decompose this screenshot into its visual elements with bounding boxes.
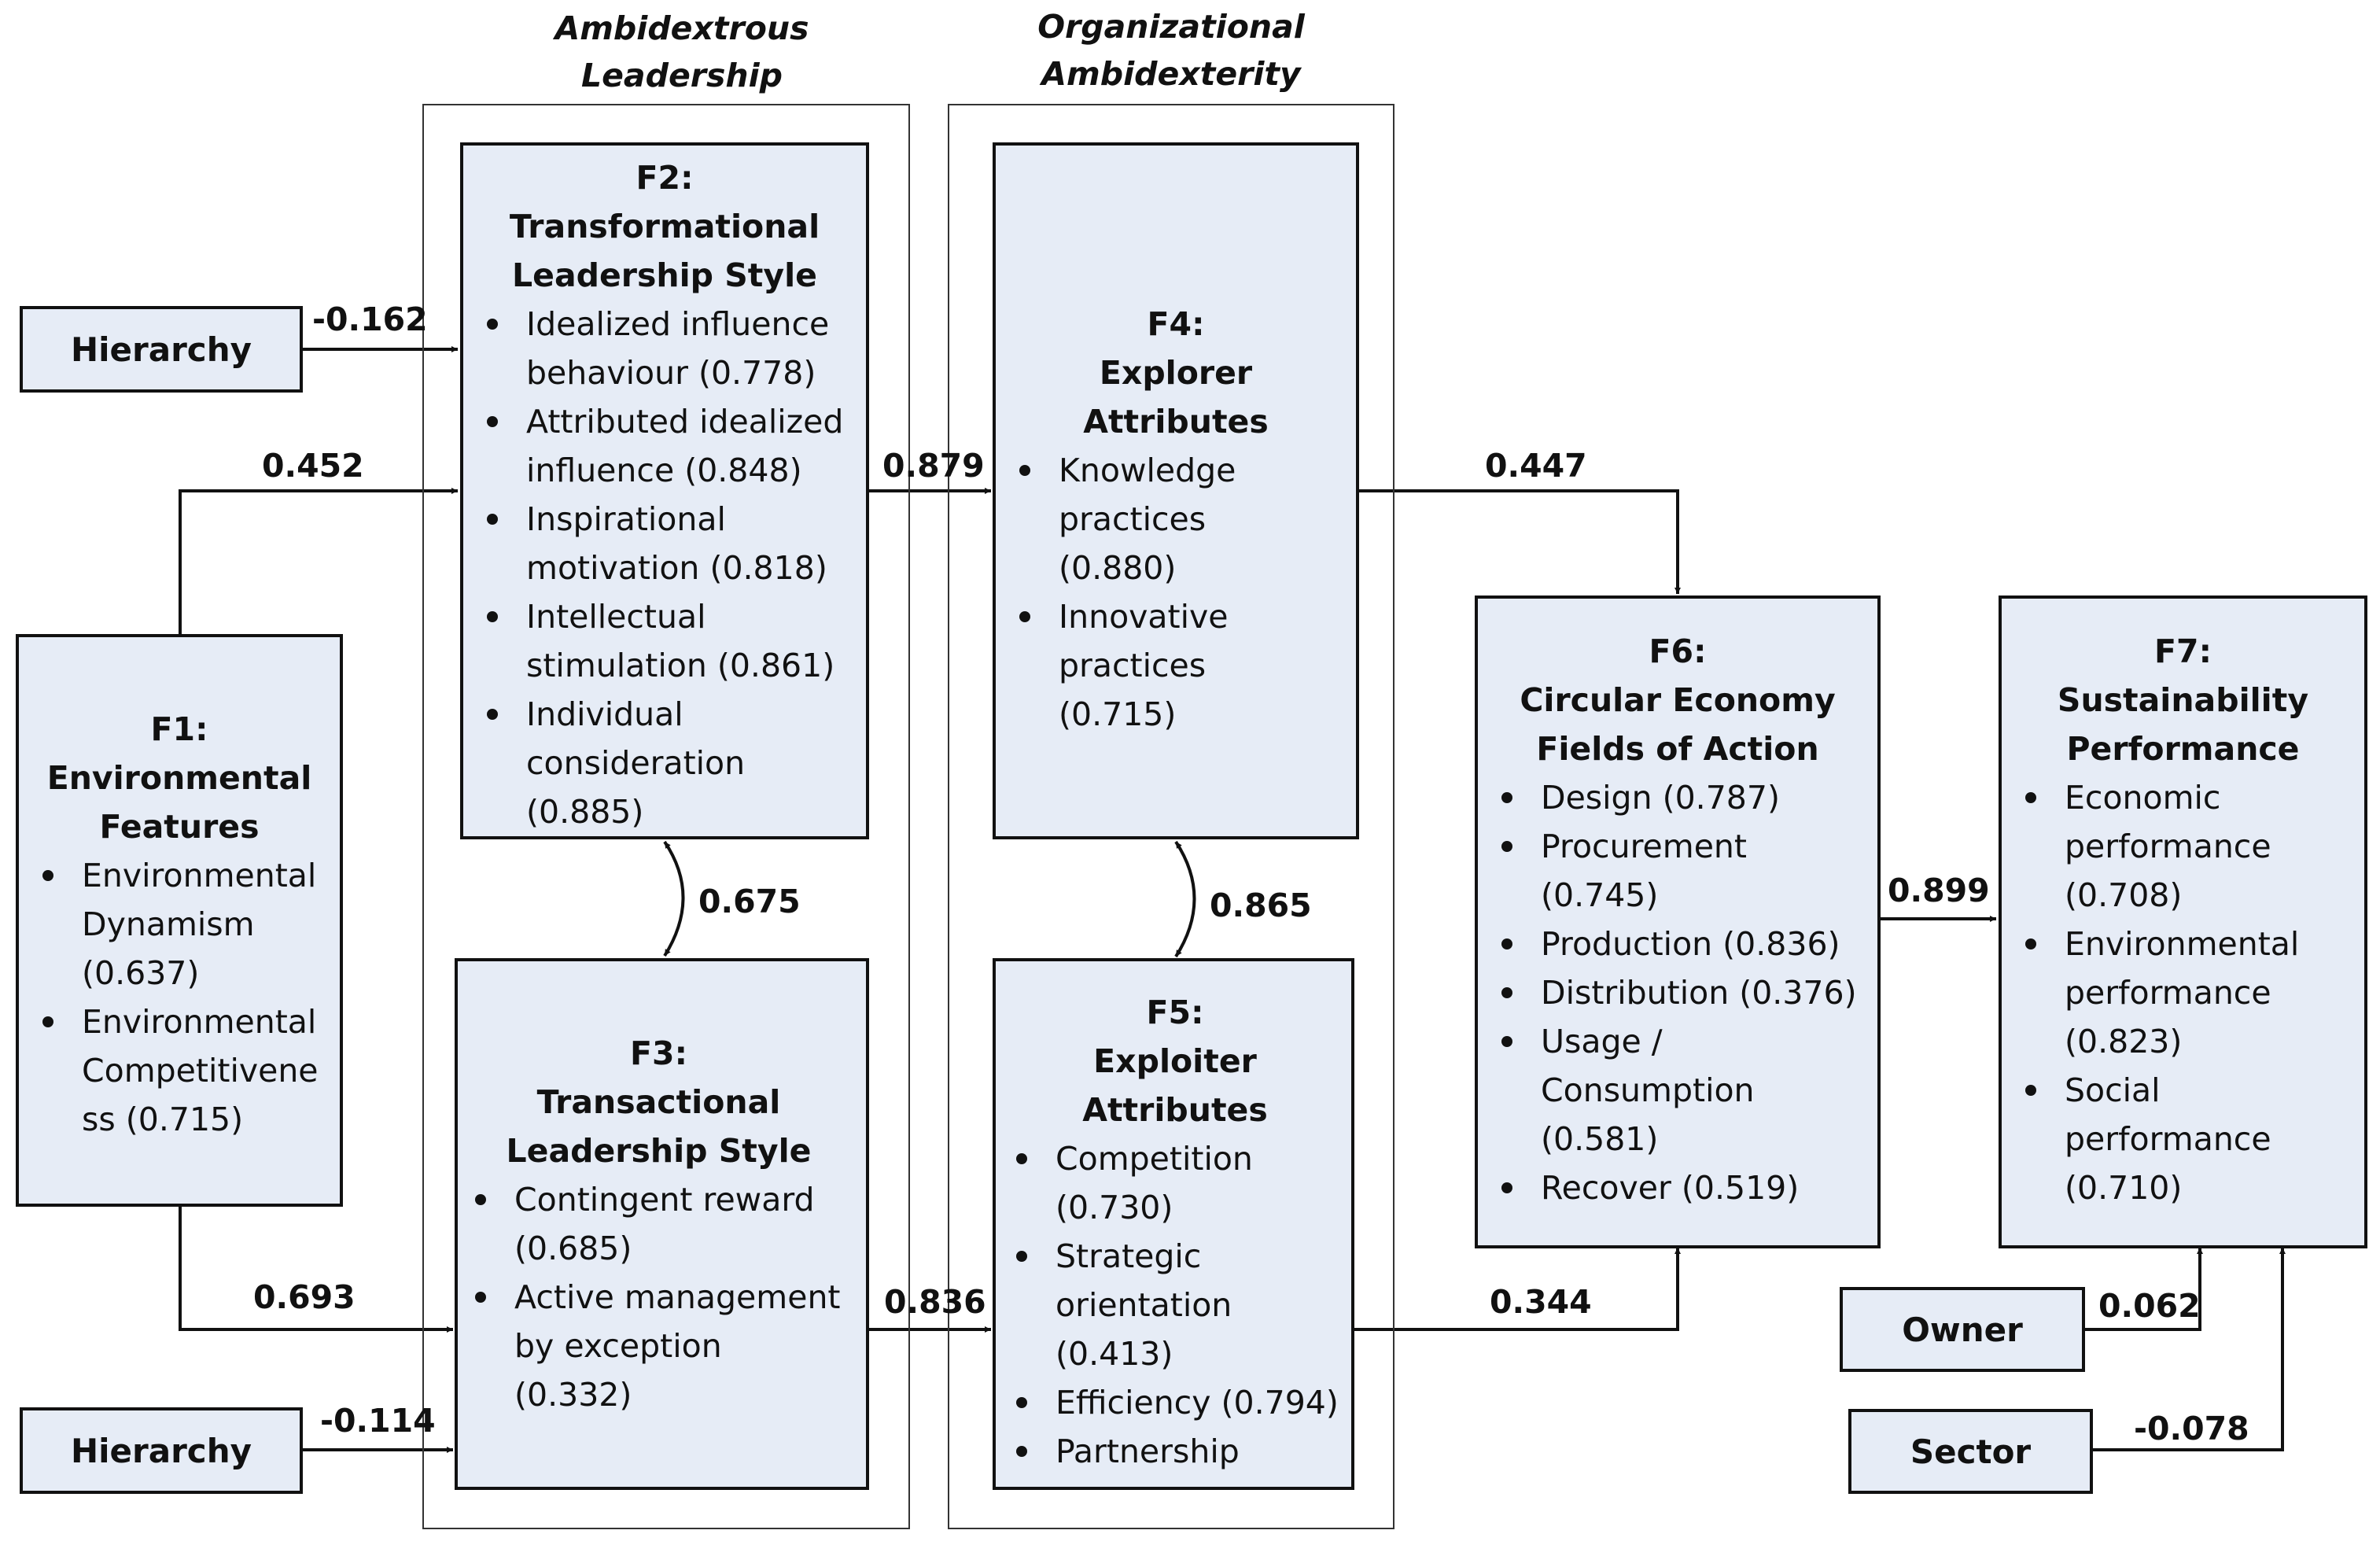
list-item: Individual consideration (0.885): [477, 690, 852, 836]
f4-explorer-attributes-box: F4: Explorer Attributes Knowledge practi…: [993, 142, 1359, 839]
coef-hierarchy-to-f2: -0.162: [312, 301, 428, 338]
coef-owner-to-f7: 0.062: [2098, 1287, 2201, 1325]
arrow-f4-f5-correlation: [1174, 840, 1196, 958]
hierarchy-bottom-label: Hierarchy: [71, 1431, 252, 1470]
f6-header: F6: Circular Economy Fields of Action: [1520, 632, 1836, 768]
arrow-f2-f3-correlation: [663, 840, 685, 957]
arrow-owner-to-f7: [2084, 1248, 2203, 1331]
list-item: Distribution (0.376): [1492, 968, 1863, 1017]
hierarchy-top-box: Hierarchy: [20, 306, 303, 393]
list-item: Active management by exception (0.332): [466, 1273, 852, 1419]
coef-f5-to-f6: 0.344: [1490, 1283, 1592, 1321]
f5-items: Competition (0.730) Strategic orientatio…: [1007, 1134, 1343, 1487]
owner-label: Owner: [1902, 1310, 2023, 1349]
list-item: Procurement (0.745): [1492, 822, 1863, 920]
ambidextrous-leadership-title: Ambidextrous Leadership: [554, 9, 809, 94]
f4-items: Knowledge practices (0.880) Innovative p…: [1010, 446, 1342, 739]
f6-items: Design (0.787) Procurement (0.745) Produ…: [1492, 773, 1863, 1212]
f3-transactional-leadership-box: F3: Transactional Leadership Style Conti…: [455, 958, 869, 1490]
coef-sector-to-f7: -0.078: [2134, 1410, 2249, 1447]
list-item: Environmental Competitivene ss (0.715): [33, 997, 326, 1144]
sector-box: Sector: [1848, 1409, 2093, 1494]
f3-header: F3: Transactional Leadership Style: [506, 1034, 812, 1170]
list-item: Inspirational motivation (0.818): [477, 495, 852, 592]
list-item: Economic performance (0.708): [2016, 773, 2350, 920]
coef-f1-to-f2: 0.452: [262, 447, 364, 485]
f7-header: F7: Sustainability Performance: [2057, 632, 2309, 768]
list-item: Design (0.787): [1492, 773, 1863, 822]
f4-header: F4: Explorer Attributes: [1083, 305, 1269, 441]
arrow-f4-to-f6: [1358, 489, 1681, 594]
coef-f2-to-f4: 0.879: [882, 447, 985, 485]
list-item: Partnership (0.527): [1007, 1427, 1343, 1487]
hierarchy-top-label: Hierarchy: [71, 330, 252, 369]
coef-f2-f3-correlation: 0.675: [698, 883, 801, 920]
list-item: Recover (0.519): [1492, 1163, 1863, 1212]
ambidextrous-leadership-frame: [422, 104, 910, 1529]
f7-items: Economic performance (0.708) Environment…: [2016, 773, 2350, 1212]
f5-header: F5: Exploiter Attributes: [1082, 994, 1268, 1129]
list-item: Production (0.836): [1492, 920, 1863, 968]
arrow-f1-to-f3: [179, 1206, 453, 1333]
organizational-ambidexterity-frame: [948, 104, 1394, 1529]
list-item: Knowledge practices (0.880): [1010, 446, 1342, 592]
f5-exploiter-attributes-box: F5: Exploiter Attributes Competition (0.…: [993, 958, 1354, 1490]
list-item: Environmental Dynamism (0.637): [33, 851, 326, 997]
list-item: Efficiency (0.794): [1007, 1378, 1343, 1427]
organizational-ambidexterity-title: Organizational Ambidexterity: [1037, 8, 1305, 93]
list-item: Intellectual stimulation (0.861): [477, 592, 852, 690]
arrow-f1-to-f2: [179, 488, 458, 634]
list-item: Competition (0.730): [1007, 1134, 1343, 1232]
list-item: Innovative practices (0.715): [1010, 592, 1342, 739]
list-item: Social performance (0.710): [2016, 1066, 2350, 1212]
arrow-f5-to-f6: [1354, 1248, 1681, 1331]
coef-f6-to-f7: 0.899: [1888, 872, 1990, 909]
arrow-sector-to-f7: [2092, 1248, 2286, 1451]
list-item: Environmental performance (0.823): [2016, 920, 2350, 1066]
sector-label: Sector: [1910, 1432, 2032, 1471]
owner-box: Owner: [1840, 1287, 2085, 1372]
f2-transformational-leadership-box: F2: Transformational Leadership Style Id…: [460, 142, 869, 839]
f1-environmental-features-box: F1: Environmental Features Environmental…: [16, 634, 343, 1207]
f6-circular-economy-box: F6: Circular Economy Fields of Action De…: [1475, 596, 1881, 1248]
f1-items: Environmental Dynamism (0.637) Environme…: [33, 851, 326, 1144]
list-item: Strategic orientation (0.413): [1007, 1232, 1343, 1378]
coef-f3-to-f5: 0.836: [884, 1283, 986, 1321]
coef-f4-f5-correlation: 0.865: [1210, 887, 1312, 924]
f7-sustainability-performance-box: F7: Sustainability Performance Economic …: [1999, 596, 2367, 1248]
f3-items: Contingent reward (0.685) Active managem…: [466, 1175, 852, 1419]
hierarchy-bottom-box: Hierarchy: [20, 1407, 303, 1494]
f2-items: Idealized influence behaviour (0.778) At…: [477, 300, 852, 836]
coef-hierarchy-to-f3: -0.114: [320, 1402, 436, 1440]
f1-header: F1: Environmental Features: [46, 710, 312, 846]
f2-header: F2: Transformational Leadership Style: [509, 159, 820, 294]
coef-f4-to-f6: 0.447: [1485, 447, 1587, 485]
list-item: Idealized influence behaviour (0.778): [477, 300, 852, 397]
list-item: Usage / Consumption (0.581): [1492, 1017, 1863, 1163]
list-item: Contingent reward (0.685): [466, 1175, 852, 1273]
list-item: Attributed idealized influence (0.848): [477, 397, 852, 495]
coef-f1-to-f3: 0.693: [253, 1278, 356, 1316]
